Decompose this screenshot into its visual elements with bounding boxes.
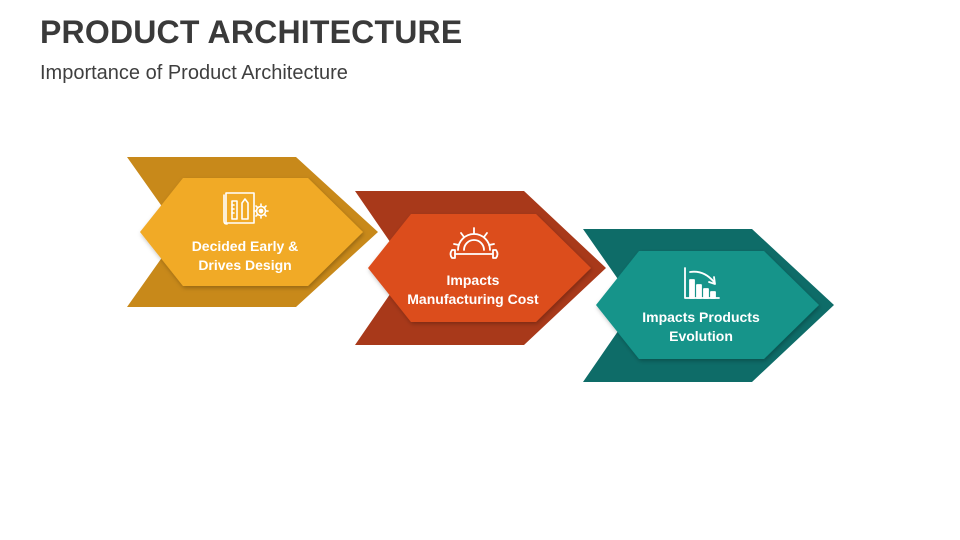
blueprint-gear-icon bbox=[223, 192, 269, 225]
step-3-front-hexagon bbox=[596, 251, 819, 359]
page-subtitle: Importance of Product Architecture bbox=[40, 62, 348, 84]
step-1-arrow bbox=[127, 157, 378, 307]
step-1-label: Decided Early & Drives Design bbox=[150, 237, 340, 275]
step-1-label-line1: Decided Early & bbox=[191, 238, 299, 254]
gear-wrench-icon bbox=[449, 227, 499, 259]
step-3-arrow bbox=[583, 229, 834, 382]
step-2-label-line2: Manufacturing Cost bbox=[407, 291, 539, 307]
step-2-front-hexagon bbox=[368, 214, 591, 322]
step-1-front-hexagon bbox=[140, 178, 363, 286]
step-2-arrow bbox=[355, 191, 606, 345]
step-2-label: Impacts Manufacturing Cost bbox=[378, 271, 568, 309]
step-2-label-line1: Impacts bbox=[446, 272, 500, 288]
step-3-label: Impacts Products Evolution bbox=[606, 308, 796, 346]
step-1-label-line2: Drives Design bbox=[198, 257, 292, 273]
step-3-label-line1: Impacts Products bbox=[642, 309, 760, 325]
declining-chart-icon bbox=[684, 267, 720, 299]
page-title: PRODUCT ARCHITECTURE bbox=[40, 14, 463, 50]
step-3-label-line2: Evolution bbox=[669, 328, 733, 344]
